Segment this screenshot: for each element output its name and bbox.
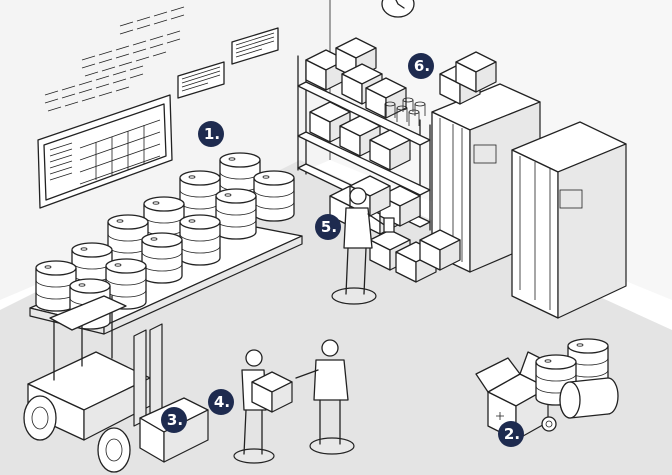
marker-label: 2. (504, 425, 520, 443)
marker-5: 5. (315, 214, 341, 240)
marker-circle (315, 214, 341, 240)
worker-supervisor (295, 339, 355, 455)
marker-label: 5. (321, 218, 337, 236)
marker-2: 2. (498, 421, 524, 447)
marker-1: 1. (198, 121, 224, 147)
marker-circle (408, 53, 434, 79)
marker-label: 4. (214, 393, 230, 411)
worker-with-scanner (331, 187, 395, 305)
marker-circle (498, 421, 524, 447)
barrels-lower-right (535, 338, 619, 419)
clock-icon (381, 0, 415, 18)
marker-circle (161, 407, 187, 433)
marker-3: 3. (161, 407, 187, 433)
gear-icon (541, 416, 557, 432)
marker-label: 3. (167, 411, 183, 429)
marker-4: 4. (208, 389, 234, 415)
marker-6: 6. (408, 53, 434, 79)
marker-circle (198, 121, 224, 147)
marker-label: 1. (204, 125, 220, 143)
wall-board-main (37, 6, 185, 209)
worker-carrying-box (233, 349, 293, 464)
marker-label: 6. (414, 57, 430, 75)
marker-circle (208, 389, 234, 415)
